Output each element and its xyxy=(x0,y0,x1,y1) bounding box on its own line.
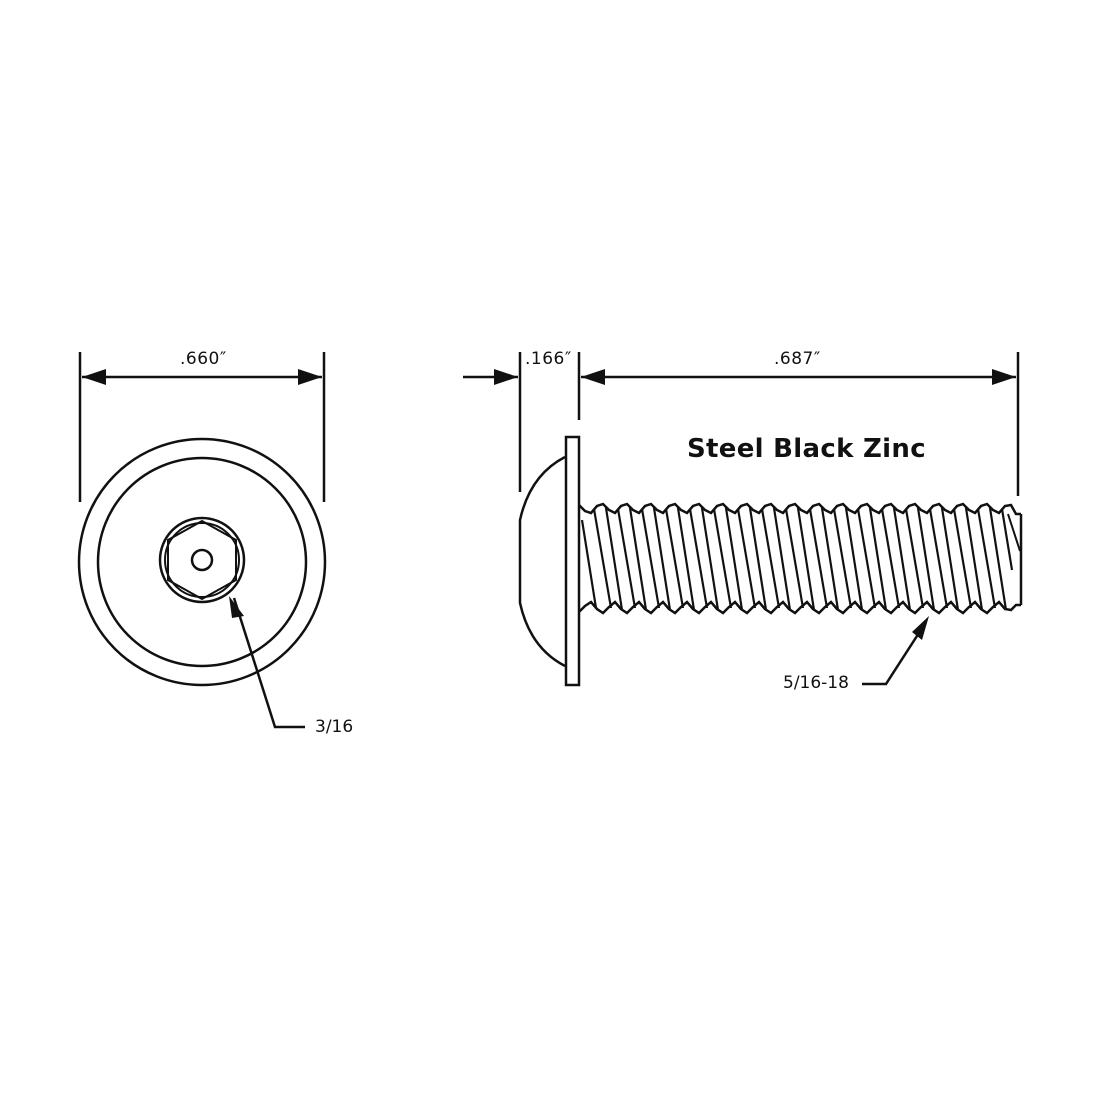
hex-socket-icon xyxy=(167,519,237,601)
head-height-dimension-label: .166″ xyxy=(525,349,572,369)
socket-outer-circle xyxy=(158,516,246,604)
leader-arrowhead-icon xyxy=(229,596,244,618)
socket-leader-line xyxy=(232,597,305,729)
material-finish-title: Steel Black Zinc xyxy=(687,434,926,464)
washer-flange xyxy=(564,435,581,687)
thread-helix-lines xyxy=(580,507,1014,611)
thread-top-profile xyxy=(578,502,1021,516)
front-width-dimension-label: .660″ xyxy=(180,349,227,369)
thread-leader-arrowhead-icon xyxy=(912,616,929,640)
thread-bottom-profile xyxy=(578,600,1021,615)
security-pin-circle xyxy=(190,548,214,572)
front-view xyxy=(77,352,327,729)
thread-spec-callout: 5/16-18 xyxy=(783,673,849,693)
socket-size-callout: 3/16 xyxy=(315,717,354,737)
thread-leader-line xyxy=(862,621,928,686)
socket-inner-circle xyxy=(164,522,240,598)
button-head-dome xyxy=(518,455,566,668)
end-chamfer-line xyxy=(1007,513,1021,552)
length-dimension-label: .687″ xyxy=(774,349,821,369)
head-outer-circle xyxy=(96,456,308,668)
washer-outer-circle xyxy=(77,437,327,687)
side-view xyxy=(463,352,1023,687)
